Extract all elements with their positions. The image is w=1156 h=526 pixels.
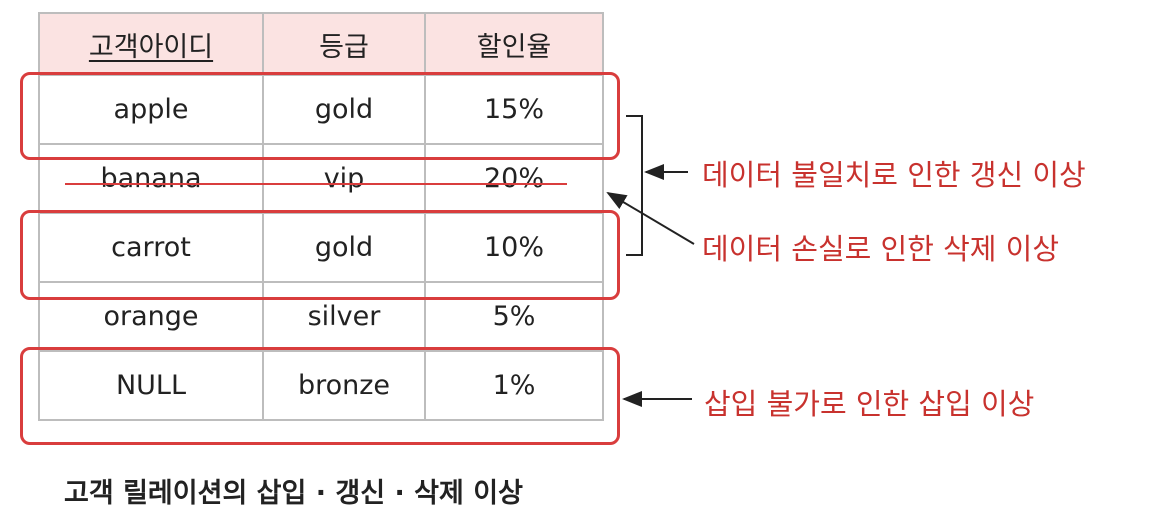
- highlight-box-apple-row: [20, 72, 620, 160]
- table-row: apple gold 15%: [38, 74, 604, 145]
- cell-discount: 20%: [424, 143, 604, 214]
- cell-customer-id: apple: [38, 74, 264, 145]
- update-anomaly-bracket: [626, 115, 643, 256]
- header-grade: 등급: [262, 12, 426, 76]
- strikethrough-line-banana-row: [65, 183, 567, 185]
- update-anomaly-label: 데이터 불일치로 인한 갱신 이상: [702, 158, 1086, 192]
- cell-customer-id: carrot: [38, 212, 264, 283]
- cell-customer-id: banana: [38, 143, 264, 214]
- cell-grade: gold: [262, 74, 426, 145]
- table-row: orange silver 5%: [38, 281, 604, 352]
- delete-anomaly-label: 데이터 손실로 인한 삭제 이상: [702, 232, 1060, 266]
- highlight-box-carrot-row: [20, 210, 620, 300]
- cell-discount: 1%: [424, 350, 604, 421]
- insert-anomaly-label: 삽입 불가로 인한 삽입 이상: [704, 387, 1035, 421]
- figure-caption: 고객 릴레이션의 삽입 · 갱신 · 삭제 이상: [64, 478, 523, 509]
- cell-grade: silver: [262, 281, 426, 352]
- header-customer-id: 고객아이디: [38, 12, 264, 76]
- cell-discount: 10%: [424, 212, 604, 283]
- primary-key-label: 고객아이디: [88, 31, 214, 63]
- customer-relation-table: 고객아이디 등급 할인율 apple gold 15% banana vip 2…: [38, 12, 604, 421]
- highlight-box-null-row: [20, 347, 620, 445]
- cell-grade: gold: [262, 212, 426, 283]
- cell-grade: bronze: [262, 350, 426, 421]
- table-row: NULL bronze 1%: [38, 350, 604, 421]
- cell-customer-id: orange: [38, 281, 264, 352]
- cell-discount: 5%: [424, 281, 604, 352]
- table-row: banana vip 20%: [38, 143, 604, 214]
- delete-anomaly-arrow: [606, 191, 695, 245]
- table-row: carrot gold 10%: [38, 212, 604, 283]
- cell-discount: 15%: [424, 74, 604, 145]
- cell-customer-id: NULL: [38, 350, 264, 421]
